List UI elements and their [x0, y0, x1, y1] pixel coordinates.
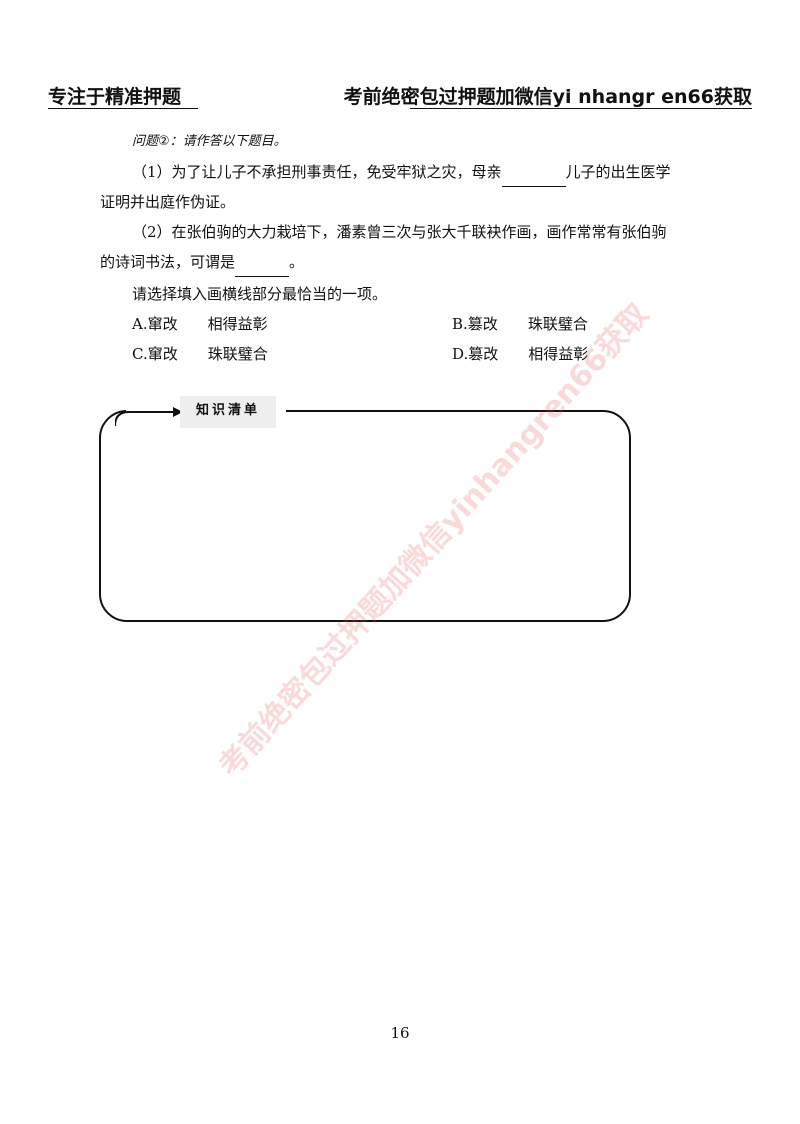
item-2-text-b: 的诗词书法，可谓是	[100, 253, 236, 271]
option-c[interactable]: C.窜改 珠联璧合	[132, 339, 268, 369]
header-left-text: 专注于精准押题	[48, 86, 182, 108]
arrow-right-icon	[115, 407, 183, 427]
option-a-label: A.	[132, 315, 148, 333]
option-d-word2: 相得益彰	[528, 345, 589, 363]
knowledge-box	[99, 410, 631, 622]
knowledge-box-title: 知识清单	[180, 396, 276, 428]
option-a[interactable]: A.窜改 相得益彰	[132, 309, 268, 339]
option-a-word1: 窜改	[147, 315, 178, 333]
header-right-text: 考前绝密包过押题加微信yi nhangr en66获取	[343, 86, 752, 108]
question-block: 问题②：请作答以下题目。 （1）为了让儿子不承担刑事责任，免受牢狱之灾，母亲 儿子…	[100, 130, 700, 371]
instruction: 请选择填入画横线部分最恰当的一项。	[132, 285, 388, 303]
item-1-text-a: （1）为了让儿子不承担刑事责任，免受牢狱之灾，母亲	[132, 163, 502, 181]
option-b-word1: 篡改	[467, 315, 498, 333]
blank-1	[501, 168, 566, 187]
page-number: 16	[390, 1024, 410, 1042]
item-1: （1）为了让儿子不承担刑事责任，免受牢狱之灾，母亲 儿子的出生医学	[100, 157, 700, 187]
option-d[interactable]: D.篡改 相得益彰	[452, 339, 588, 369]
option-b-word2: 珠联璧合	[527, 315, 588, 333]
item-2: （2）在张伯驹的大力栽培下，潘素曾三次与张大千联袂作画，画作常常有张伯驹	[100, 217, 700, 247]
item-1-text-c: 证明并出庭作伪证。	[100, 193, 236, 211]
option-b-label: B.	[452, 315, 468, 333]
option-a-word2: 相得益彰	[207, 315, 268, 333]
options: A.窜改相得益彰 B.篡改珠联璧合 C.窜改珠联璧合 D.篡改相得益彰	[132, 309, 700, 371]
item-2-text-c: 。	[289, 253, 305, 271]
blank-2	[235, 258, 290, 277]
option-c-word1: 窜改	[147, 345, 178, 363]
option-c-label: C.	[132, 345, 148, 363]
header-rule-gap	[198, 106, 410, 110]
option-d-label: D.	[452, 345, 469, 363]
page-header: 专注于精准押题 考前绝密包过押题加微信yi nhangr en66获取	[48, 82, 752, 110]
item-1-cont: 证明并出庭作伪证。	[100, 187, 700, 217]
option-d-word1: 篡改	[468, 345, 499, 363]
item-2-cont: 的诗词书法，可谓是 。	[100, 247, 700, 277]
option-b[interactable]: B.篡改 珠联璧合	[452, 309, 588, 339]
option-c-word2: 珠联璧合	[207, 345, 268, 363]
question-prompt: 问题②：请作答以下题目。	[132, 134, 287, 149]
item-2-text-a: （2）在张伯驹的大力栽培下，潘素曾三次与张大千联袂作画，画作常常有张伯驹	[132, 223, 667, 241]
item-1-text-b: 儿子的出生医学	[565, 163, 671, 181]
